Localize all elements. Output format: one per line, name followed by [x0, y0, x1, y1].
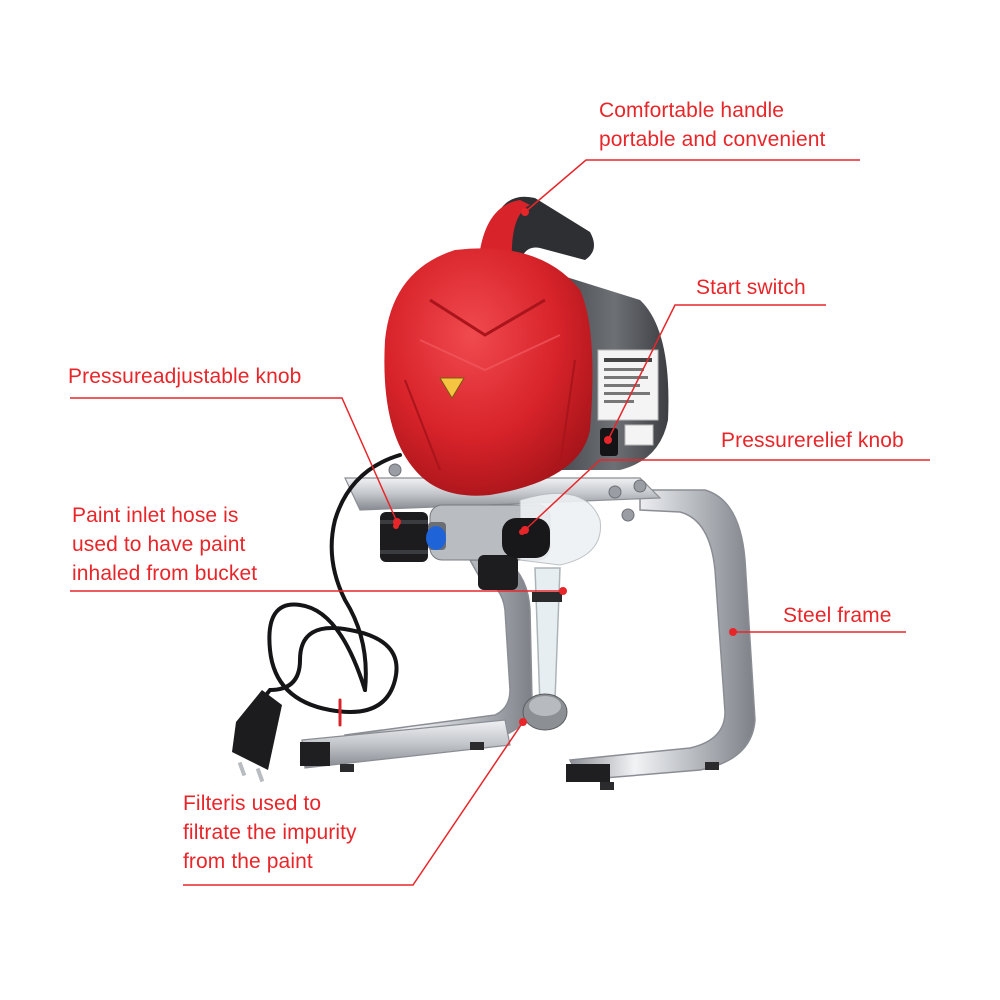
annotation-inlet-hose-line-3: inhaled from bucket — [72, 562, 258, 585]
leader-start-switch — [607, 304, 826, 441]
pressure-relief-knob — [502, 518, 550, 558]
leader-pressure-adjust — [70, 397, 398, 523]
annotation-handle: Comfortable handle portable and convenie… — [599, 96, 825, 154]
annotation-inlet-hose-line-2: used to have paint — [72, 533, 246, 556]
callout-dots — [393, 208, 737, 726]
annotation-filter: Filteris used to filtrate the impurity f… — [183, 789, 357, 876]
power-plug — [232, 690, 282, 783]
callout-lines — [70, 159, 930, 886]
annotation-pressure-adjust: Pressureadjustable knob — [68, 362, 301, 391]
leader-handle — [524, 159, 860, 213]
annotation-filter-line-2: filtrate the impurity — [183, 821, 357, 844]
annotation-filter-line-1: Filteris used to — [183, 792, 322, 815]
annotation-pressure-adjust-line-1: Pressureadjustable knob — [68, 365, 302, 388]
annotation-inlet-hose-line-1: Paint inlet hose is — [72, 504, 239, 527]
steel-frame-right — [566, 489, 756, 790]
annotation-start-switch-line-1: Start switch — [696, 276, 806, 299]
filter-assembly — [522, 567, 568, 731]
annotation-filter-line-3: from the paint — [183, 850, 313, 873]
red-cover — [384, 248, 593, 496]
annotation-steel-frame-line-1: Steel frame — [783, 604, 892, 627]
annotation-inlet-hose: Paint inlet hose is used to have paint i… — [72, 501, 257, 588]
annotation-handle-line-2: portable and convenient — [599, 128, 826, 151]
annotation-handle-line-1: Comfortable handle — [599, 99, 785, 122]
annotation-start-switch: Start switch — [696, 273, 806, 302]
annotation-steel-frame: Steel frame — [783, 601, 891, 630]
annotation-pressure-relief-line-1: Pressurerelief knob — [721, 429, 904, 452]
steel-frame-front — [300, 559, 533, 772]
annotation-pressure-relief: Pressurerelief knob — [721, 426, 904, 455]
leader-filter — [183, 721, 524, 886]
leader-pressure-relief — [524, 459, 930, 531]
power-cord — [260, 453, 402, 727]
pressure-adjust-knob — [380, 512, 446, 562]
